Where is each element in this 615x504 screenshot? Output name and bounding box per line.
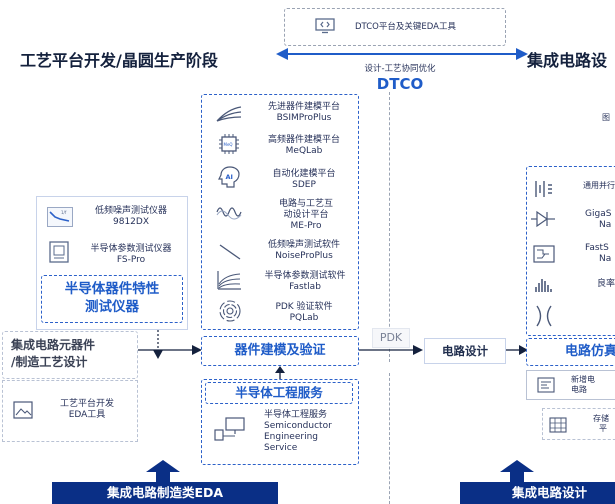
sim-general-label: 通用并行	[583, 181, 615, 190]
bottom-left-up-arrow	[146, 460, 180, 482]
circuit-design-box: 电路设计	[424, 338, 506, 364]
separator-right	[389, 373, 390, 504]
arrow-design-to-sim	[506, 345, 528, 355]
new-item-label: 新增电电路	[571, 375, 595, 394]
pdk-label: PDK	[372, 328, 410, 348]
right-stage-heading: 集成电路设	[527, 51, 608, 70]
diagonal-line-icon	[218, 243, 242, 265]
svg-text:AI: AI	[226, 173, 233, 181]
separator-left	[389, 92, 390, 362]
sim-yield-label: 良率	[597, 279, 615, 289]
computer-device-icon	[214, 416, 246, 446]
grid-icon	[549, 417, 567, 437]
signal-wave-icon	[216, 203, 242, 225]
dtco-double-arrow	[276, 48, 528, 60]
bottom-right-up-arrow	[500, 460, 534, 482]
circuit-board-icon	[533, 245, 555, 267]
crossing-curves-icon	[535, 305, 553, 331]
curves-icon	[216, 105, 242, 127]
diode-icon	[531, 209, 557, 233]
svg-text:1/f: 1/f	[61, 210, 67, 215]
new-item-box: 新增电电路	[526, 370, 615, 400]
image-frame-icon	[13, 401, 33, 423]
chip-icon: MeQ	[218, 133, 240, 159]
dtco-tools-label: DTCO平台及关键EDA工具	[355, 22, 456, 32]
fingerprint-icon	[218, 299, 242, 327]
dtco-title: DTCO	[376, 75, 424, 93]
spice-icon	[533, 179, 553, 203]
store-box: 存储平	[542, 408, 615, 440]
bottom-left-bar: 集成电路制造类EDA	[52, 482, 278, 504]
engineering-service-text: 半导体工程服务 Semiconductor Engineering Servic…	[264, 410, 332, 453]
store-label: 存储平	[593, 414, 609, 433]
dtco-subtitle: 设计-工艺协同优化	[364, 64, 436, 74]
modeling-validation-box: 器件建模及验证	[201, 336, 359, 366]
right-top-partial: 图	[602, 113, 610, 122]
arrow-char-to-ic	[153, 330, 163, 359]
left-stage-heading: 工艺平台开发/晶圆生产阶段	[20, 51, 218, 70]
ai-icon: AI	[218, 165, 242, 193]
bar-chart-icon	[533, 275, 555, 297]
iv-curves-icon	[216, 269, 242, 295]
ic-element-design-box: 集成电路元器件 /制造工艺设计	[2, 331, 138, 379]
noise-chart-icon: 1/f	[47, 207, 73, 231]
svg-text:MeQ: MeQ	[224, 142, 233, 147]
char-instruments-box: 半导体器件特性 测试仪器	[41, 275, 183, 323]
arrow-ic-to-modeling	[138, 345, 202, 355]
monitor-code-icon	[315, 18, 335, 38]
dtco-tools-box: DTCO平台及关键EDA工具	[284, 8, 506, 46]
arrow-modeling-to-circuit	[359, 345, 423, 355]
engineering-service-box: 半导体工程服务 半导体工程服务 Semiconductor Engineerin…	[201, 379, 359, 465]
window-icon	[537, 377, 555, 397]
parameter-tester-icon	[49, 241, 69, 267]
engineering-service-title-box: 半导体工程服务	[205, 382, 353, 404]
circuit-simulation-box: 电路仿真	[526, 338, 615, 366]
bottom-right-bar: 集成电路设计	[460, 482, 615, 504]
